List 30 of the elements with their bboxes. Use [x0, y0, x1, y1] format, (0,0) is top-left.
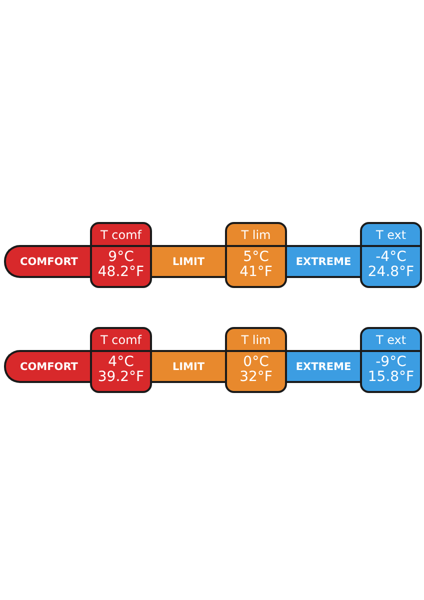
band-label: COMFORT [20, 256, 78, 268]
rating-heading: T lim [241, 332, 271, 349]
temperature-value: 4°C 39.2°F [96, 355, 146, 385]
temperature-box [360, 222, 422, 288]
rating-heading: T ext [376, 332, 406, 349]
band-label: LIMIT [172, 360, 205, 372]
rating-band [150, 350, 227, 383]
band-label: EXTREME [296, 360, 352, 372]
temperature-value: -4°C 24.8°F [366, 250, 416, 280]
rating-heading: T comf [100, 332, 142, 349]
rating-heading: T ext [376, 227, 406, 244]
band-label: COMFORT [20, 360, 78, 372]
temperature-value: 0°C 32°F [238, 355, 274, 385]
temperature-value: 5°C 41°F [238, 250, 274, 280]
temperature-value: -9°C 15.8°F [366, 355, 416, 385]
rating-band [4, 245, 92, 278]
temperature-value: 9°C 48.2°F [96, 250, 146, 280]
temperature-box [90, 222, 152, 288]
rating-band [285, 245, 362, 278]
temperature-box [360, 327, 422, 393]
temperature-box [225, 327, 287, 393]
temperature-box [90, 327, 152, 393]
rating-band [4, 350, 92, 383]
temperature-box [225, 222, 287, 288]
rating-band [150, 245, 227, 278]
band-label: EXTREME [296, 256, 352, 268]
rating-band [285, 350, 362, 383]
rating-heading: T comf [100, 227, 142, 244]
band-label: LIMIT [172, 256, 205, 268]
rating-heading: T lim [241, 227, 271, 244]
